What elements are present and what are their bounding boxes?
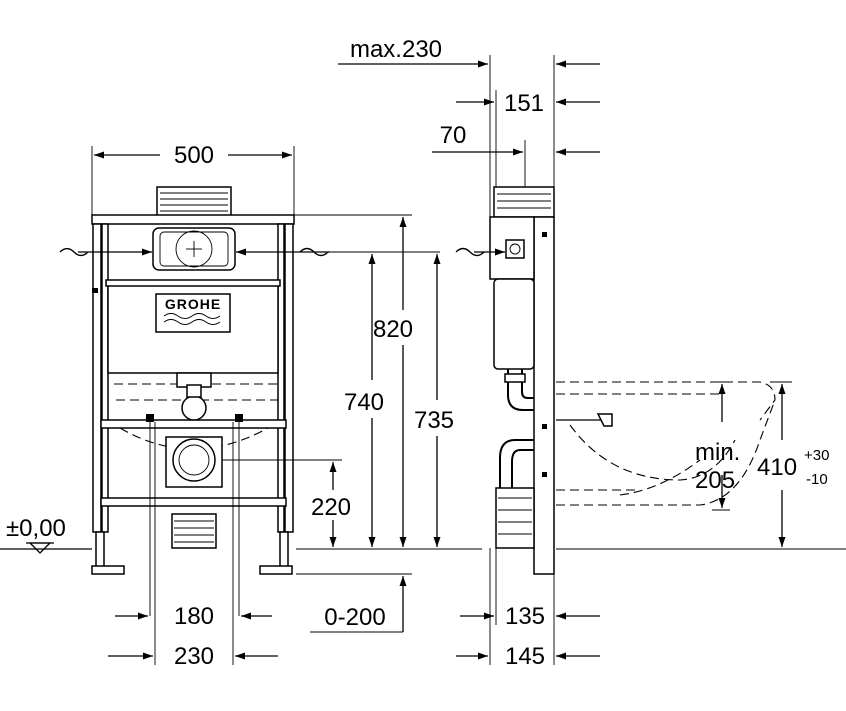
grohe-logo: GROHE xyxy=(155,293,231,333)
dim-min-205: 205 xyxy=(695,467,735,494)
dim-height-820: 820 xyxy=(373,316,413,343)
dim-module-70: 70 xyxy=(440,122,467,149)
dim-height-740: 740 xyxy=(344,389,384,416)
brand-name: GROHE xyxy=(165,296,221,312)
dim-range-0-200: 0-200 xyxy=(324,604,385,631)
side-dimensions: max.230 151 70 135 145 min. 205 410 +30 … xyxy=(338,36,829,670)
dim-min-label: min. xyxy=(695,439,740,466)
dim-height-735: 735 xyxy=(414,407,454,434)
front-view-frame xyxy=(59,186,330,665)
dim-width-500: 500 xyxy=(174,142,214,169)
floor-level-label: ±0,00 xyxy=(6,515,66,542)
dim-height-220: 220 xyxy=(311,494,351,521)
dim-spacing-230: 230 xyxy=(174,643,214,670)
dim-tolerance-minus: -10 xyxy=(806,471,828,488)
dim-spacing-180: 180 xyxy=(174,603,214,630)
dim-tolerance-plus: +30 xyxy=(804,447,829,464)
dim-depth-145: 145 xyxy=(505,643,545,670)
dim-depth-151: 151 xyxy=(504,90,544,117)
dim-depth-135: 135 xyxy=(505,603,545,630)
side-view-frame xyxy=(455,186,846,575)
dim-max-230: max.230 xyxy=(350,36,442,63)
front-dimensions: 500 820 740 735 220 ±0,00 0-200 180 xyxy=(0,142,482,670)
dim-height-410: 410 xyxy=(757,454,797,481)
